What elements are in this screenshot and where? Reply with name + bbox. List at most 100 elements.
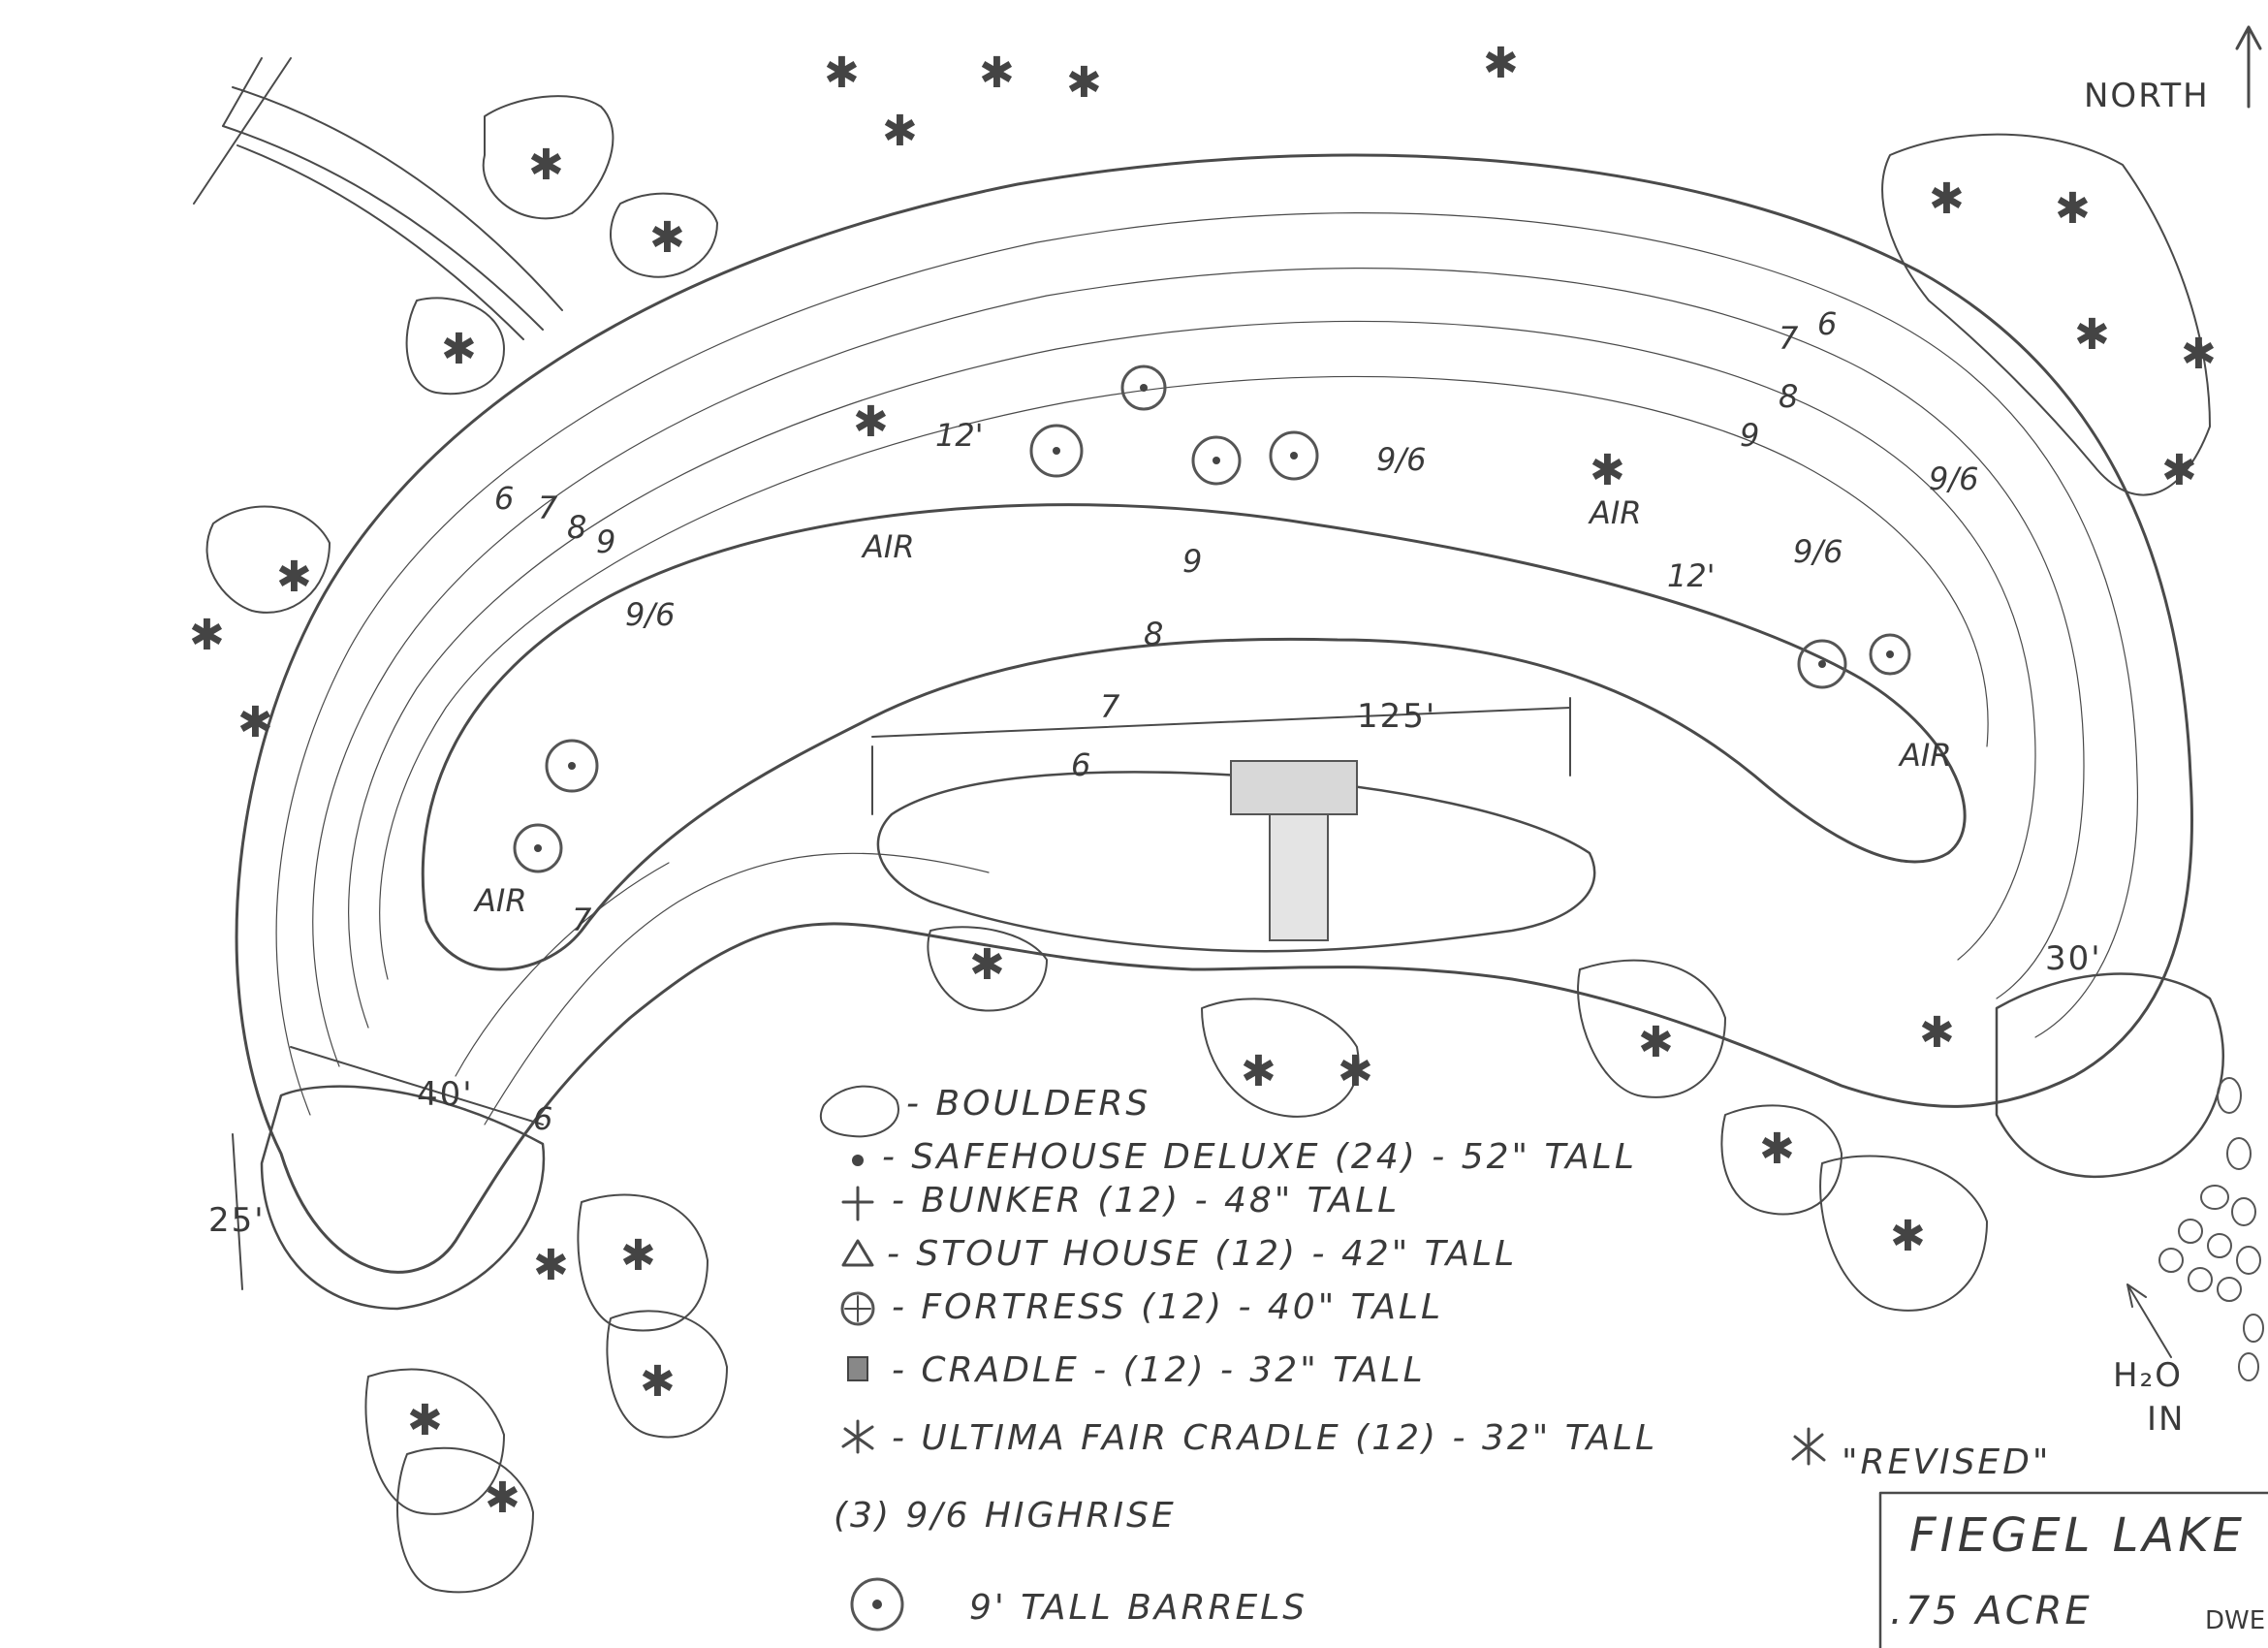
legend: - BOULDERS - SAFEHOUSE DELUXE (24) - 52"… (834, 1084, 1657, 1628)
legend-item: - CRADLE - (12) - 32" TALL (892, 1350, 1426, 1390)
title-area: .75 ACRE (1890, 1589, 2093, 1633)
svg-text:✱: ✱ (485, 1474, 520, 1523)
dimension-side: 25' (208, 1201, 266, 1240)
north-arrow (2235, 25, 2262, 109)
depth-label: 6 (1071, 746, 1090, 783)
svg-text:✱: ✱ (979, 48, 1015, 98)
se-habitat (1995, 972, 2224, 1178)
svg-text:✱: ✱ (1890, 1212, 1926, 1261)
revised-note: "REVISED" (1842, 1442, 2051, 1482)
svg-text:✱: ✱ (1241, 1047, 1276, 1096)
tree-markers: ✱ ✱ ✱ ✱ ✱ ✱ ✱ ✱ ✱ ✱ ✱ ✱ ✱ ✱ ✱ ✱ ✱ ✱ ✱ ✱ ✱ ✱ ✱ ✱ ✱ ✱ ✱… (189, 39, 2217, 1523)
svg-text:✱: ✱ (1929, 174, 1965, 224)
legend-symbols (819, 1085, 2172, 1632)
svg-text:✱: ✱ (2181, 330, 2217, 379)
svg-text:✱: ✱ (533, 1241, 569, 1290)
svg-text:✱: ✱ (441, 325, 477, 374)
depth-label: 9/6 (1793, 533, 1843, 570)
legend-barrels: 9' TALL BARRELS (969, 1588, 1307, 1628)
inlet-rocks (2158, 1077, 2264, 1381)
svg-text:✱: ✱ (2055, 184, 2091, 234)
svg-text:✱: ✱ (1590, 446, 1625, 495)
depth-label: 6 (494, 480, 514, 517)
depth-label: 8 (1779, 378, 1798, 415)
svg-text:✱: ✱ (824, 48, 860, 98)
depth-label: 7 (1779, 320, 1799, 357)
legend-item: - ULTIMA FAIR CRADLE (12) - 32" TALL (892, 1418, 1657, 1458)
center-habitat (876, 760, 1596, 953)
legend-item: - FORTRESS (12) - 40" TALL (892, 1287, 1443, 1327)
svg-text:✱: ✱ (2074, 310, 2110, 360)
svg-text:✱: ✱ (620, 1231, 656, 1281)
title-lake-name: FIEGEL LAKE (1909, 1508, 2246, 1563)
dot-icon (852, 1155, 864, 1166)
pond-outline (235, 153, 2193, 1274)
depth-label: 7 (572, 902, 592, 938)
svg-text:✱: ✱ (969, 940, 1005, 990)
svg-text:✱: ✱ (407, 1396, 443, 1445)
legend-item: - SAFEHOUSE DELUXE (24) - 52" TALL (882, 1137, 1637, 1177)
trees (205, 95, 2211, 1594)
title-block (1878, 1491, 2268, 1648)
svg-text:✱: ✱ (853, 397, 889, 447)
depth-label: 9/6 (625, 596, 676, 633)
star-x-icon (841, 1419, 874, 1454)
depth-label: 8 (567, 509, 586, 546)
svg-text:✱: ✱ (649, 213, 685, 263)
svg-text:✱: ✱ (276, 553, 312, 602)
depth-label: 12' (1667, 557, 1716, 594)
legend-item: - BUNKER (12) - 48" TALL (892, 1181, 1400, 1220)
water-inlet-arrow-icon (2126, 1284, 2172, 1358)
north-label: NORTH (2084, 77, 2210, 115)
depth-label: 12' (935, 417, 984, 454)
depth-label: 6 (533, 1100, 552, 1137)
depth-label: 8 (1144, 616, 1163, 652)
dimension-width: 40' (417, 1075, 474, 1114)
triangle-icon (841, 1239, 874, 1267)
depth-label: 7 (538, 490, 558, 526)
water-in-label: H₂O (2113, 1356, 2183, 1395)
air-label: AIR (861, 528, 915, 565)
depth-label: 9/6 (1929, 460, 1979, 497)
svg-text:✱: ✱ (528, 141, 564, 190)
dimension-length: 125' (1357, 697, 1436, 736)
barrel-icon (850, 1577, 904, 1632)
depth-label: 7 (1100, 688, 1120, 725)
svg-text:✱: ✱ (1066, 58, 1102, 108)
depth-labels: 6 7 8 9 12' 9/6 9/6 9/6 9 8 7 6 7 8 9 6 … (494, 305, 1979, 1137)
depth-label: 9/6 (1376, 441, 1427, 478)
air-label: AIR (1588, 494, 1642, 531)
depth-label: 9 (1182, 543, 1202, 580)
legend-item: - STOUT HOUSE (12) - 42" TALL (887, 1234, 1517, 1274)
legend-highrise: (3) 9/6 HIGHRISE (834, 1496, 1177, 1536)
legend-item: - BOULDERS (906, 1084, 1150, 1124)
depth-label: 9 (596, 523, 615, 560)
depth-label: 9 (1740, 417, 1759, 454)
svg-text:✱: ✱ (1483, 39, 1519, 88)
barrels (513, 364, 1911, 873)
square-icon (847, 1356, 868, 1381)
svg-text:✱: ✱ (2161, 446, 2197, 495)
svg-text:✱: ✱ (882, 107, 918, 156)
svg-text:✱: ✱ (237, 698, 273, 747)
revised-star-icon (1791, 1427, 1826, 1466)
air-label: AIR (473, 882, 527, 919)
depth-label: 6 (1817, 305, 1837, 342)
dimension-end: 30' (2045, 939, 2102, 978)
boulder-icon (819, 1085, 899, 1138)
svg-text:✱: ✱ (1338, 1047, 1373, 1096)
svg-text:✱: ✱ (640, 1357, 676, 1407)
plus-icon (841, 1186, 874, 1221)
title-corner: DWE (2205, 1606, 2265, 1635)
svg-text:✱: ✱ (1638, 1018, 1674, 1067)
svg-text:✱: ✱ (1919, 1008, 1955, 1058)
svg-text:✱: ✱ (1759, 1125, 1795, 1174)
circle-plus-icon (840, 1291, 875, 1326)
water-in-label-2: IN (2147, 1400, 2185, 1439)
air-labels: AIR AIR AIR AIR (473, 494, 1952, 919)
driveway (193, 57, 563, 340)
dimension-lines (232, 697, 1571, 1290)
sw-habitat (260, 1085, 546, 1311)
svg-text:✱: ✱ (189, 611, 225, 660)
